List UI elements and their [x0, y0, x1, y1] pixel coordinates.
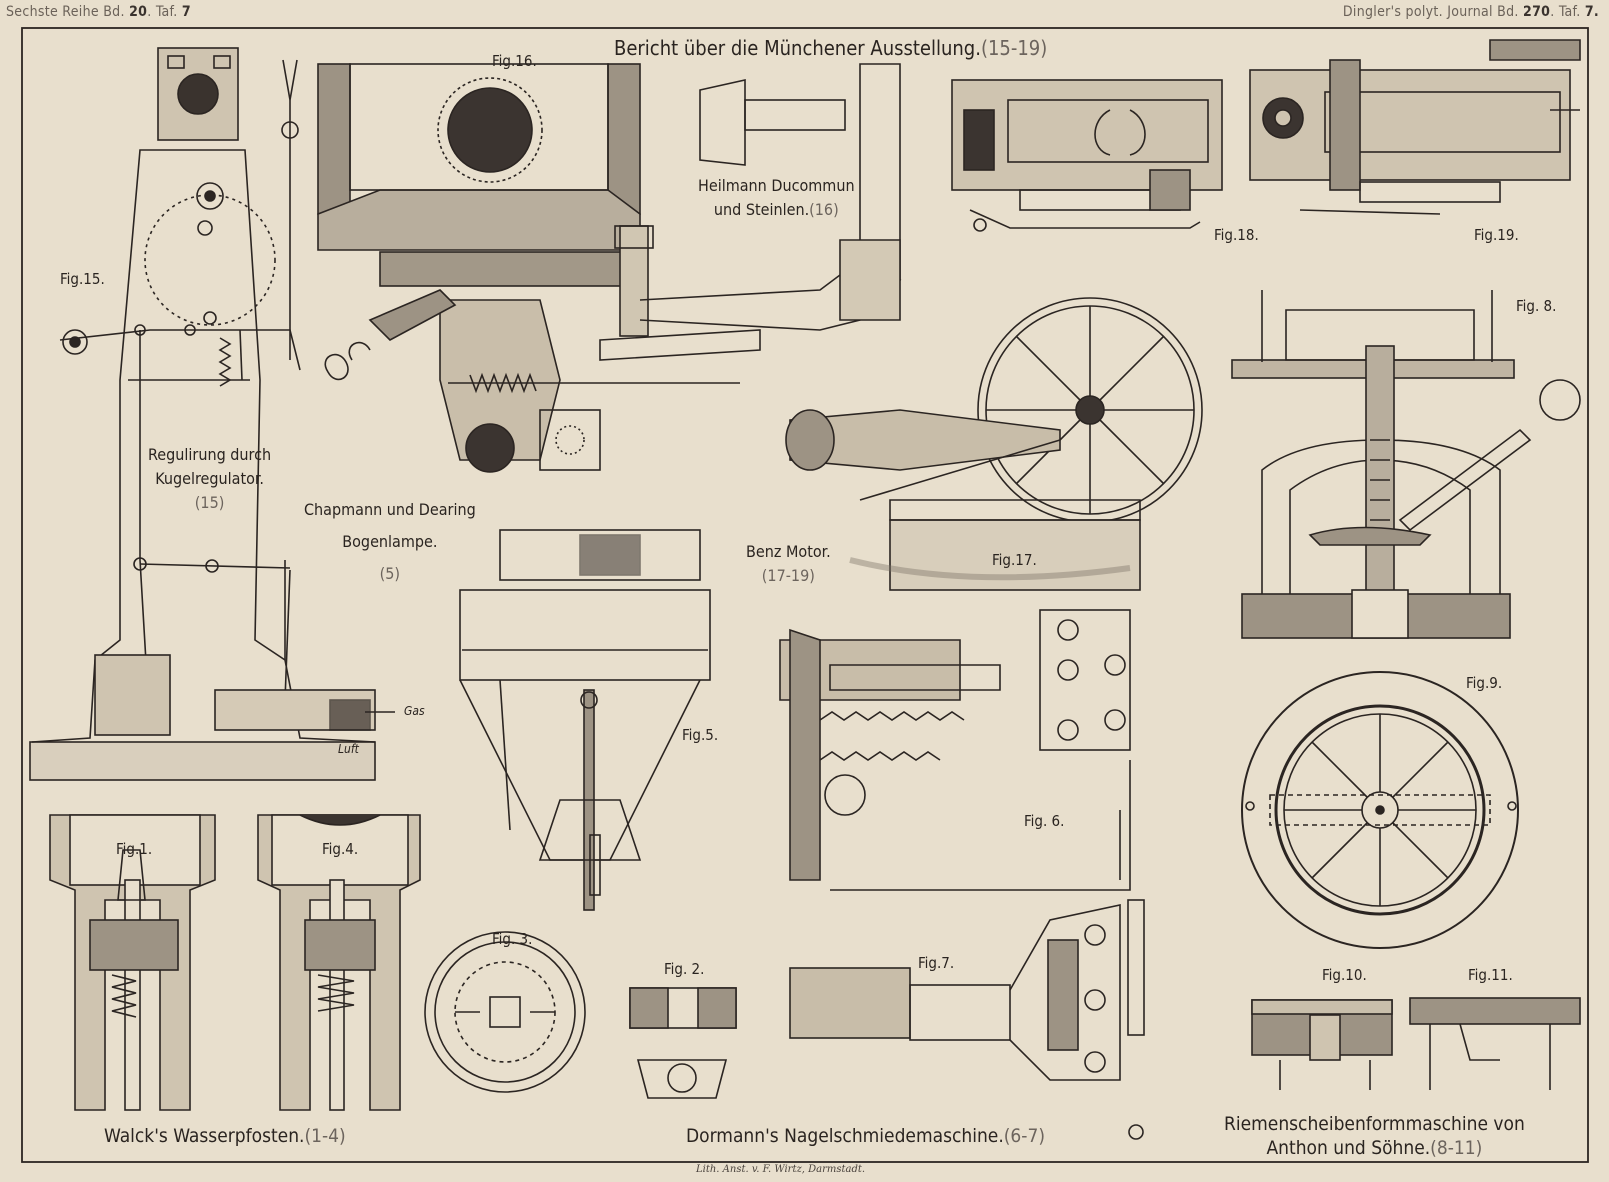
fig10-drawing [1251, 999, 1393, 1090]
benz-line1: Benz Motor. [746, 542, 831, 561]
fig16-caption: Fig.16. [492, 52, 537, 70]
header-right-text: Dingler's polyt. Journal Bd. [1342, 4, 1519, 20]
fig1-caption: Fig.1. [116, 840, 153, 858]
regulierung-line1: Regulirung durch [148, 445, 272, 464]
fig2-drawing [629, 987, 737, 1099]
header-left-plate-prefix: . Taf. [147, 4, 178, 20]
fig18-drawing [951, 79, 1223, 232]
riemen-range: (8-11) [1430, 1137, 1483, 1159]
fig7-caption: Fig.7. [918, 954, 955, 972]
fig11-caption: Fig.11. [1468, 966, 1513, 984]
walck-text: Walck's Wasserpfosten. [104, 1125, 305, 1147]
fig19-drawing [1249, 39, 1581, 215]
heilmann-range: (16) [809, 200, 839, 219]
fig19-caption: Fig.19. [1474, 226, 1519, 244]
header-left-text: Sechste Reihe Bd. [6, 4, 125, 20]
benz-label: Benz Motor. (17-19) [746, 540, 831, 588]
fig15-drawing [29, 47, 395, 781]
luft-annotation: Luft [338, 742, 359, 756]
gas-annotation: Gas [404, 704, 425, 718]
fig8-drawing [1231, 290, 1581, 639]
dormann-range: (6-7) [1003, 1125, 1046, 1147]
fig18-caption: Fig.18. [1214, 226, 1259, 244]
lithographer-credit: Lith. Anst. v. F. Wirtz, Darmstadt. [696, 1164, 866, 1175]
dormann-label: Dormann's Nagelschmiedemaschine.(6-7) [686, 1124, 1045, 1148]
fig1-drawing [49, 814, 216, 1111]
fig4-drawing [257, 814, 421, 1111]
header-left-volume: 20 [129, 4, 148, 20]
fig6-drawing [779, 609, 1131, 891]
fig17-drawing [785, 297, 1203, 591]
header-right-plate-prefix: . Taf. [1550, 4, 1581, 20]
fig10-caption: Fig.10. [1322, 966, 1367, 984]
fig9-caption: Fig.9. [1466, 674, 1503, 692]
fig3-drawing [424, 931, 586, 1093]
fig8-caption: Fig. 8. [1516, 297, 1557, 315]
regulierung-range: (15) [194, 493, 225, 512]
header-right-volume: 270 [1523, 4, 1551, 20]
fig9-drawing [1241, 671, 1519, 949]
fig5-caption: Fig.5. [682, 726, 719, 744]
riemen-line2: Anthon und Söhne. [1266, 1137, 1431, 1159]
chapmann-line2: Bogenlampe. [342, 532, 438, 551]
regulierung-line2: Kugelregulator. [155, 469, 264, 488]
main-title-text: Bericht über die Münchener Ausstellung. [614, 36, 981, 60]
fig11-drawing [1409, 997, 1581, 1090]
fig3-caption: Fig. 3. [492, 930, 533, 948]
header-left: Sechste Reihe Bd. 20. Taf. 7 [6, 4, 191, 20]
walck-label: Walck's Wasserpfosten.(1-4) [104, 1124, 346, 1148]
heilmann-label: Heilmann Ducommun und Steinlen.(16) [698, 174, 855, 222]
main-title-range: (15-19) [980, 36, 1048, 60]
heilmann-line1: Heilmann Ducommun [698, 176, 855, 195]
fig2-caption: Fig. 2. [664, 960, 705, 978]
fig16-drawing [317, 63, 902, 473]
fig4-caption: Fig.4. [322, 840, 359, 858]
fig15-caption: Fig.15. [60, 270, 105, 288]
fig5-drawing [459, 529, 711, 911]
header-right: Dingler's polyt. Journal Bd. 270. Taf. 7… [1343, 4, 1599, 20]
fig7-drawing [789, 899, 1145, 1140]
walck-range: (1-4) [304, 1125, 346, 1147]
header-left-plate: 7 [181, 4, 191, 20]
main-title: Bericht über die Münchener Ausstellung.(… [614, 36, 1047, 60]
riemen-line1: Riemenscheibenformmaschine von [1224, 1113, 1525, 1135]
fig6-caption: Fig. 6. [1024, 812, 1065, 830]
chapmann-range: (5) [379, 564, 401, 583]
fig17-caption: Fig.17. [992, 551, 1037, 569]
benz-range: (17-19) [761, 566, 815, 585]
header-right-plate: 7. [1584, 4, 1599, 20]
dormann-text: Dormann's Nagelschmiedemaschine. [686, 1125, 1004, 1147]
heilmann-line2: und Steinlen. [713, 200, 810, 219]
plate-frame [21, 27, 1589, 1163]
chapmann-line1: Chapmann und Dearing [304, 500, 476, 519]
